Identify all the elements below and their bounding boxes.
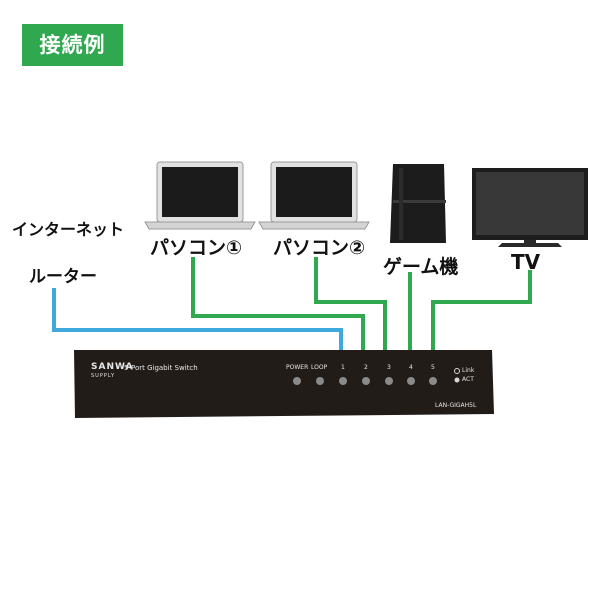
legend-act-label: ACT [462,376,474,383]
internet-label: インターネット [12,220,125,239]
led-port-3 [385,377,393,385]
router-label: ルーター [29,267,97,287]
section-badge: 接続例 [22,24,123,66]
router-cable [52,288,343,350]
laptop-icon [144,161,256,230]
game-console-label: ゲーム機 [383,256,459,278]
switch-part-number: LAN-GIGAH5L [435,402,477,409]
tv-label: TV [511,250,541,274]
led-power [293,377,301,385]
pc1-label: パソコン① [150,237,243,259]
switch-model-text: 5-Port Gigabit Switch [124,364,198,372]
switch-brand-sub: SUPPLY [91,373,116,379]
led-port-5 [429,377,437,385]
legend-link-label: Link [462,367,475,374]
led-port-4 [407,377,415,385]
pc2-cable [314,257,387,350]
tv-cable [431,270,532,350]
switch-brand-logo: SANWA [91,362,134,372]
led-loop [316,377,324,385]
led-port-1 [339,377,347,385]
led-label-loop: LOOP [311,364,328,371]
led-label-port-5: 5 [431,364,435,371]
tv-icon [472,168,588,247]
led-label-port-1: 1 [341,364,345,371]
link-key-icon [454,368,460,374]
led-label-power: POWER [286,364,309,371]
led-label-port-4: 4 [409,364,413,371]
led-port-2 [362,377,370,385]
led-label-port-2: 2 [364,364,368,371]
game-console-icon [390,164,446,243]
led-label-port-3: 3 [387,364,391,371]
network-switch [74,350,494,418]
laptop-icon [258,161,370,230]
act-key-icon [454,377,460,383]
pc2-label: パソコン② [273,237,366,259]
pc1-cable [191,257,365,350]
